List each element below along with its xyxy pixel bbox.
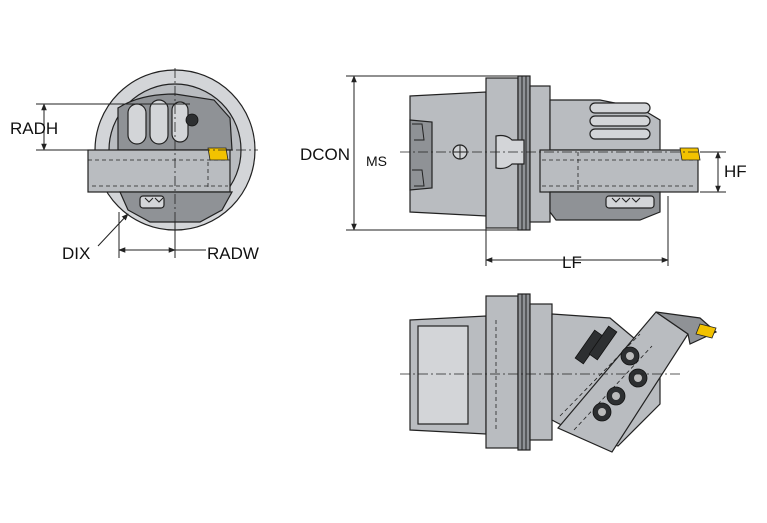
lower-screws: [139, 195, 165, 209]
insert-top: [695, 323, 717, 339]
insert-front: [207, 147, 229, 161]
side-view: [346, 75, 726, 266]
label-radh: RADH: [10, 119, 58, 138]
label-lf: LF: [562, 253, 582, 272]
side-bar: [539, 149, 699, 193]
top-view: [400, 293, 718, 453]
label-dcon: DCON: [300, 145, 350, 164]
label-dcon-sub: MS: [366, 153, 387, 169]
label-radw: RADW: [207, 244, 259, 263]
head-screws: [589, 102, 651, 140]
top-screws: [574, 325, 648, 422]
front-view: [36, 68, 258, 258]
label-dix: DIX: [62, 244, 90, 263]
insert-side: [679, 147, 701, 161]
clamp-screws: [127, 99, 199, 145]
label-hf: HF: [724, 162, 747, 181]
